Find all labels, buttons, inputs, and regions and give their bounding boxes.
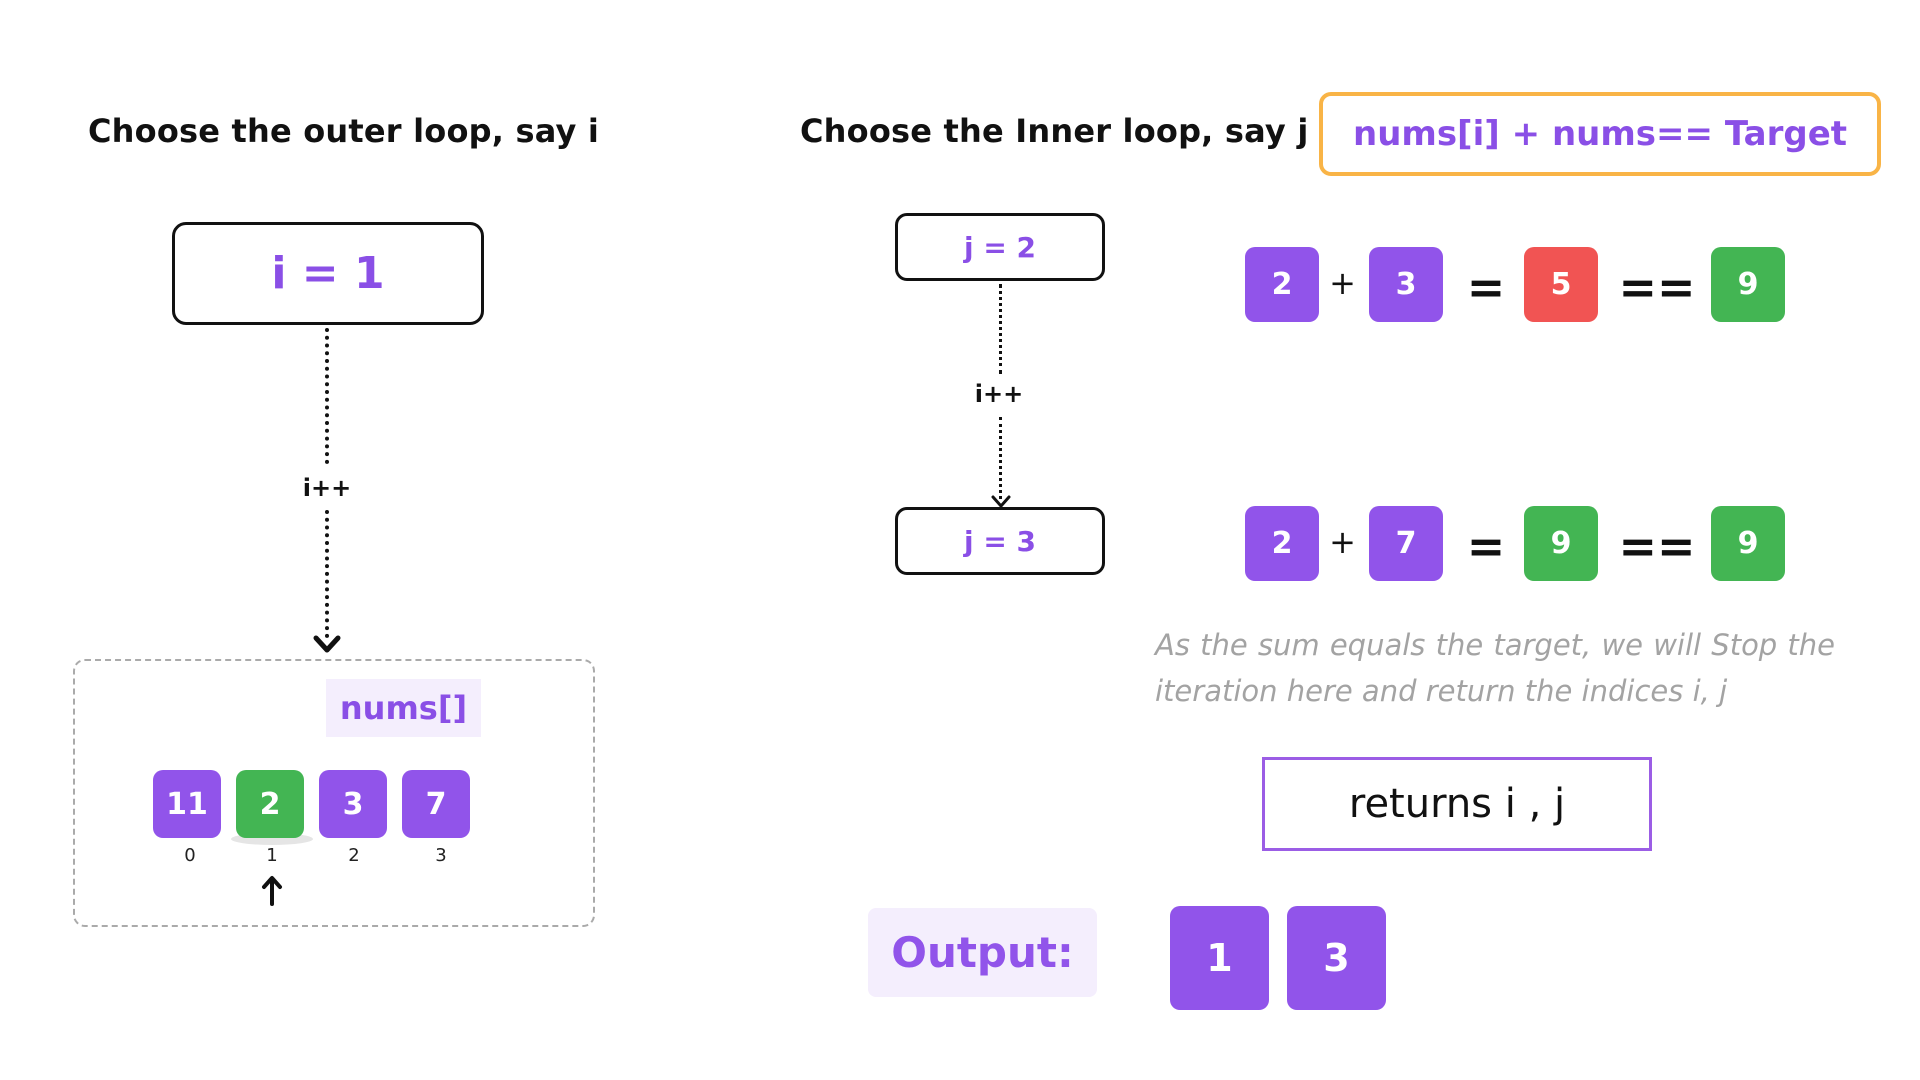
plus-sign: + — [1329, 522, 1356, 561]
comparison-sign: == — [1618, 519, 1696, 573]
inner-connector-bottom — [999, 417, 1002, 499]
operand-a: 2 — [1245, 506, 1319, 581]
pointer-arrow-icon — [262, 876, 282, 906]
output-value: 3 — [1287, 906, 1386, 1010]
array-index-label: 0 — [184, 845, 196, 866]
equals-sign: = — [1466, 260, 1506, 314]
inner-loop-heading: Choose the Inner loop, say j — [800, 112, 1309, 150]
array-index-label: 2 — [348, 845, 360, 866]
output-label: Output: — [868, 908, 1097, 997]
inner-increment-label: i++ — [974, 380, 1024, 408]
target-value: 9 — [1711, 506, 1785, 581]
array-element: 11 — [153, 770, 221, 838]
outer-loop-heading: Choose the outer loop, say i — [88, 112, 600, 150]
array-index-label: 3 — [435, 845, 447, 866]
target-value: 9 — [1711, 247, 1785, 322]
equals-sign: = — [1466, 519, 1506, 573]
output-value: 1 — [1170, 906, 1269, 1010]
operand-b: 7 — [1369, 506, 1443, 581]
array-title: nums[] — [326, 679, 481, 737]
array-element: 7 — [402, 770, 470, 838]
arrow-down-icon — [991, 495, 1011, 508]
comparison-sign: == — [1618, 260, 1696, 314]
array-element-selected: 2 — [236, 770, 304, 838]
condition-box: nums[i] + nums== Target — [1319, 92, 1881, 176]
outer-index-box: i = 1 — [172, 222, 484, 325]
sum-result: 9 — [1524, 506, 1598, 581]
inner-index-box-top: j = 2 — [895, 213, 1105, 281]
array-panel — [73, 659, 595, 927]
operand-a: 2 — [1245, 247, 1319, 322]
sum-result: 5 — [1524, 247, 1598, 322]
plus-sign: + — [1329, 263, 1356, 302]
inner-index-box-bottom: j = 3 — [895, 507, 1105, 575]
outer-connector-bottom — [325, 510, 329, 638]
returns-box: returns i , j — [1262, 757, 1652, 851]
operand-b: 3 — [1369, 247, 1443, 322]
outer-increment-label: i++ — [302, 474, 352, 502]
array-element: 3 — [319, 770, 387, 838]
outer-connector-top — [325, 328, 329, 464]
explanation-note: As the sum equals the target, we will St… — [1155, 628, 1835, 708]
array-index-label: 1 — [266, 845, 278, 866]
arrow-down-icon — [313, 635, 341, 653]
inner-connector-top — [999, 284, 1002, 374]
